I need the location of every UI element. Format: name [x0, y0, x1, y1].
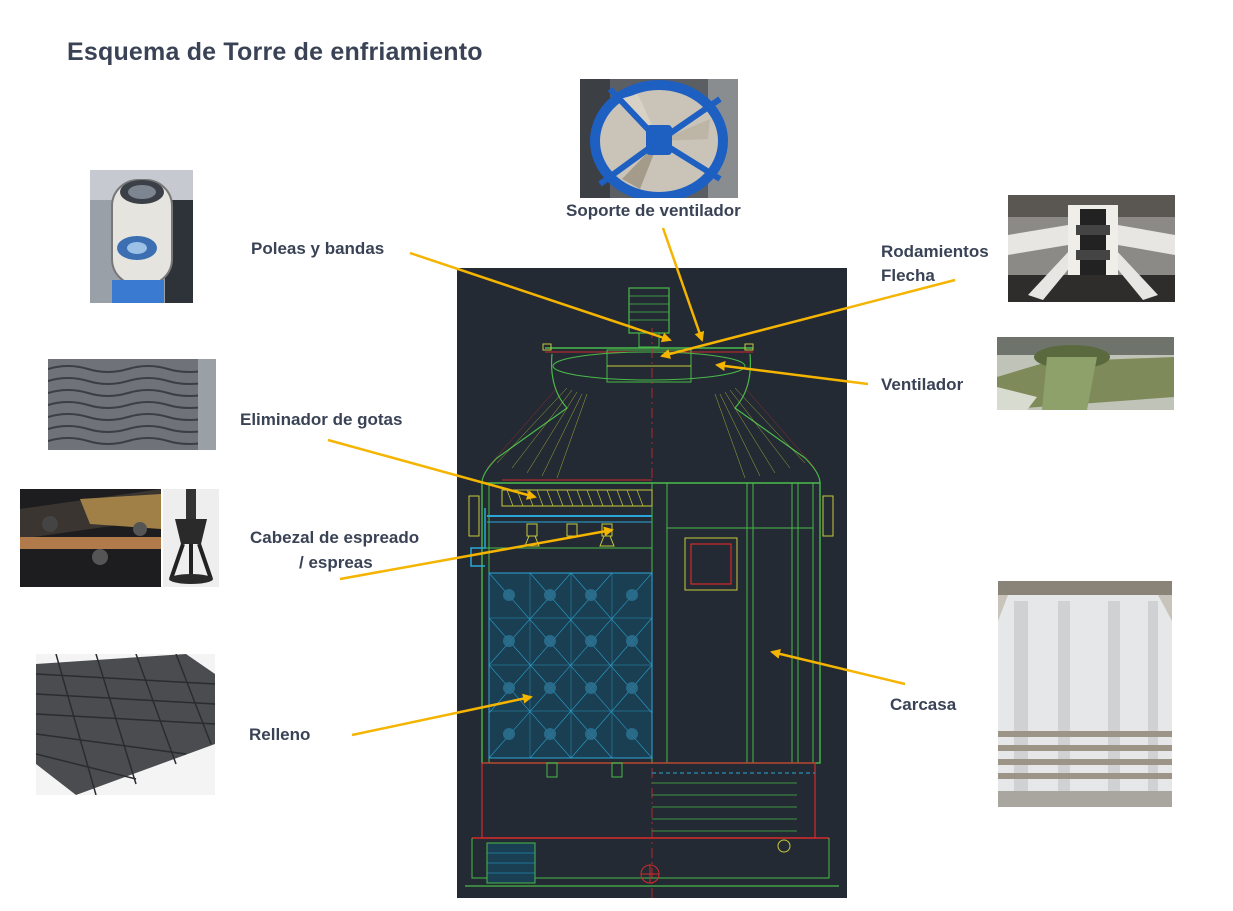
fan-housing-photo: [997, 337, 1174, 410]
label-cabezal-espreado: Cabezal de espreado: [250, 528, 420, 547]
bearings-photo: [1008, 195, 1175, 302]
label-eliminador-gotas: Eliminador de gotas: [240, 410, 403, 429]
casing-photo: [998, 581, 1172, 807]
label-rodamientos: Rodamientos: [881, 242, 989, 261]
spray-nozzle-photo: [163, 489, 219, 587]
label-poleas-bandas: Poleas y bandas: [251, 239, 385, 258]
label-espreas: / espreas: [299, 553, 373, 572]
drift-eliminator-photo: [48, 359, 216, 450]
spray-header-photo: [20, 489, 161, 587]
label-soporte-ventilador: Soporte de ventilador: [566, 201, 741, 220]
page-title: Esquema de Torre de enfriamiento: [67, 38, 483, 66]
label-carcasa: Carcasa: [890, 695, 957, 714]
label-ventilador: Ventilador: [881, 375, 964, 394]
fill-media-photo: [36, 654, 215, 795]
fan-photo: [580, 79, 738, 198]
label-flecha: Flecha: [881, 266, 935, 285]
pulley-photo: [90, 170, 193, 303]
cooling-tower-cad-drawing: [457, 268, 847, 898]
label-relleno: Relleno: [249, 725, 311, 744]
